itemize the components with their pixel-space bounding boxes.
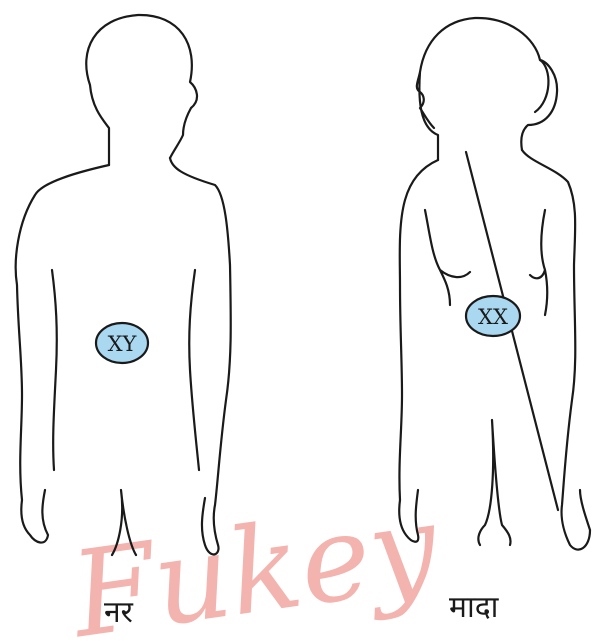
female-caption: मादा xyxy=(449,585,498,626)
female-chromosome-label: XX xyxy=(478,305,508,329)
female-head xyxy=(417,18,557,160)
female-hair-bun xyxy=(535,60,548,112)
male-head xyxy=(86,15,197,165)
male-caption: नर xyxy=(104,590,133,631)
male-figure: XY xyxy=(16,15,231,555)
female-inner-lines xyxy=(425,210,547,545)
male-body-left xyxy=(16,165,109,543)
male-chromosome-label: XY xyxy=(108,332,138,356)
female-body-right xyxy=(522,150,590,550)
male-body-right xyxy=(170,158,231,554)
female-figure: XX xyxy=(399,18,590,550)
